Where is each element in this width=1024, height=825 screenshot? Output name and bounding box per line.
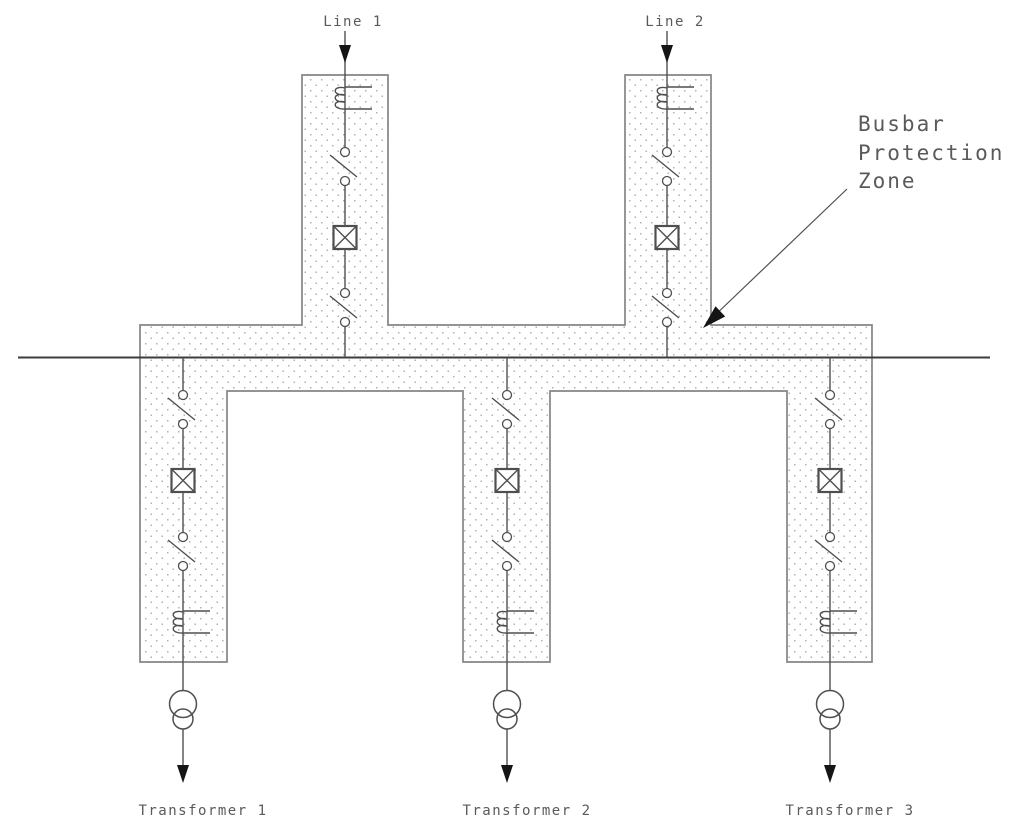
circuit-breaker-icon [494,467,520,494]
circuit-breaker-icon [170,467,196,494]
transformer-3-label: Transformer 3 [785,803,914,819]
circuit-breaker-icon [332,224,358,251]
line-2-label: Line 2 [645,14,705,30]
incoming-bay-line-2: Line 2 [645,14,705,358]
flow-arrow-icon [824,765,836,783]
transformer-1-label: Transformer 1 [138,803,267,819]
zone-label-line-2: Protection [858,141,1004,165]
flow-arrow-icon [339,45,351,63]
outgoing-bay-transformer-3: Transformer 3 [785,357,914,819]
circuit-breaker-icon [654,224,680,251]
flow-arrow-icon [501,765,513,783]
flow-arrow-icon [661,45,673,63]
zone-leader-arrowhead-icon [703,306,726,328]
line-1-label: Line 1 [323,14,383,30]
transformer-icon [168,689,198,730]
protection-zone-area [139,74,873,663]
outgoing-bay-transformer-2: Transformer 2 [462,357,591,819]
flow-arrow-icon [177,765,189,783]
incoming-bay-line-1: Line 1 [323,14,383,358]
transformer-icon [492,689,522,730]
zone-annotation: Busbar Protection Zone [703,112,1004,328]
transformer-icon [815,689,845,730]
zone-label-line-1: Busbar [858,112,946,136]
zone-label-line-3: Zone [858,169,917,193]
zone-leader-line [709,188,848,321]
outgoing-bay-transformer-1: Transformer 1 [138,357,267,819]
transformer-2-label: Transformer 2 [462,803,591,819]
circuit-breaker-icon [817,467,843,494]
